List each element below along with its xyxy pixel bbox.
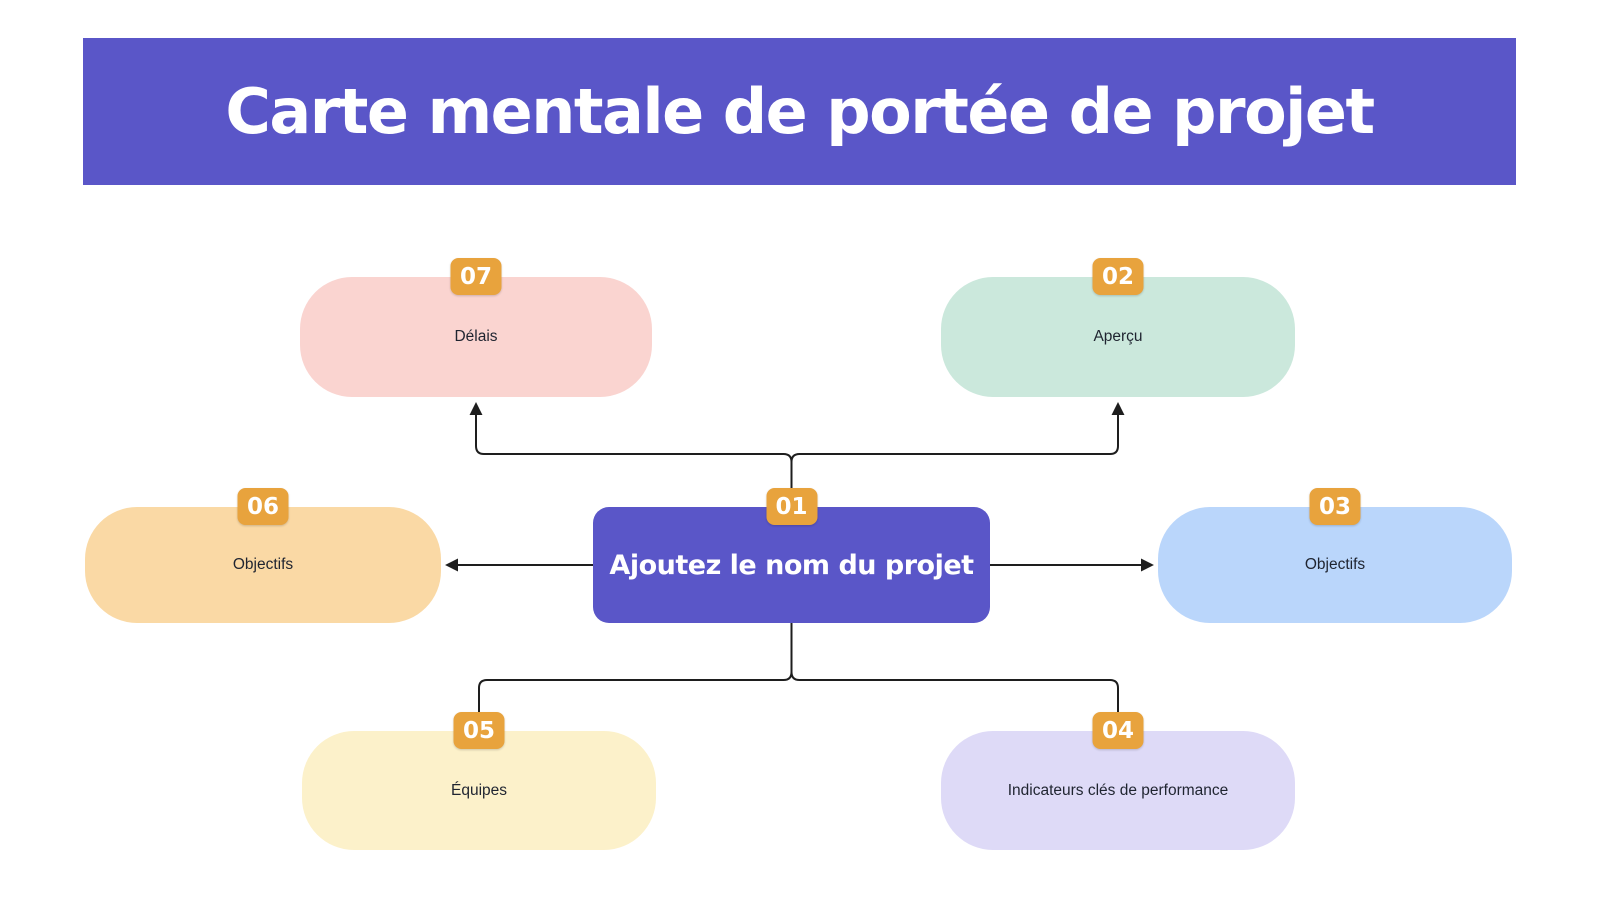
page-title: Carte mentale de portée de projet [225,75,1375,148]
node-label: Délais [454,328,498,345]
node-label: Objectifs [232,556,294,573]
node-objectifs-06[interactable]: 06 Objectifs [85,488,441,623]
node-equipes[interactable]: 05 Équipes [302,712,656,850]
center-node-label: Ajoutez le nom du projet [609,549,974,581]
badge-01: 01 [766,488,817,525]
connector-center-to-equipes [478,623,793,714]
node-apercu[interactable]: 02 Aperçu [941,258,1295,397]
node-indicateurs[interactable]: 04 Indicateurs clés de performance [941,712,1295,850]
header-banner: Carte mentale de portée de projet [83,38,1516,185]
connector-center-to-delais [469,402,793,492]
node-label: Objectifs [1304,556,1366,573]
node-label: Aperçu [1093,328,1143,345]
badge-03: 03 [1309,488,1361,525]
node-label: Équipes [450,781,507,799]
node-label: Indicateurs clés de performance [1007,781,1229,799]
badge-05: 05 [453,712,505,749]
connector-center-to-apercu [790,402,1125,492]
badge-07: 07 [450,258,502,295]
connector-center-to-indicateurs [790,623,1119,714]
badge-04: 04 [1092,712,1144,749]
node-center[interactable]: 01 Ajoutez le nom du projet [593,488,990,623]
node-delais[interactable]: 07 Délais [300,258,652,397]
node-objectifs-03[interactable]: 03 Objectifs [1158,488,1512,623]
badge-02: 02 [1092,258,1144,295]
badge-06: 06 [237,488,289,525]
